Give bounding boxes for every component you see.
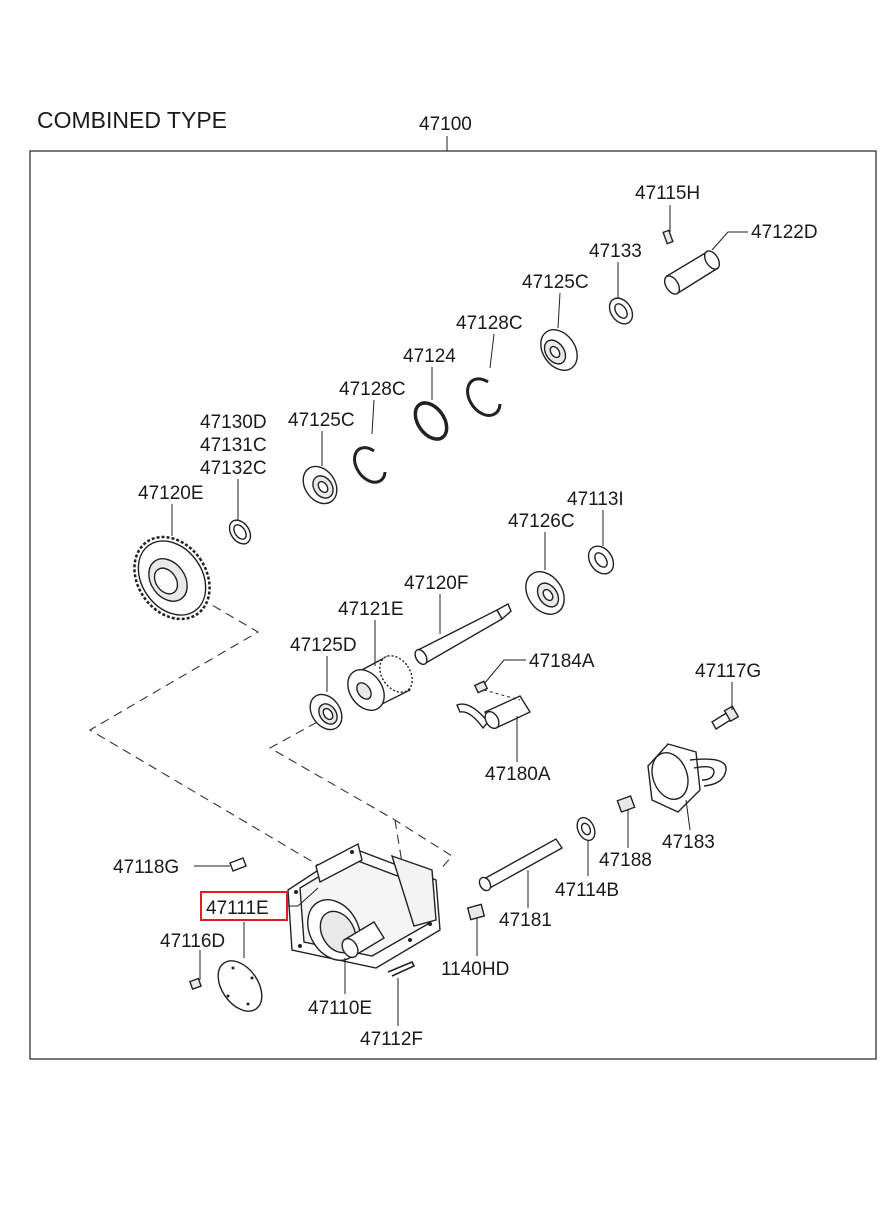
part-1140HD-drawing[interactable] [466,903,486,921]
label-47120F[interactable]: 47120F [404,573,468,594]
part-47111E-cover-drawing[interactable] [209,953,271,1020]
part-47183-cover-drawing[interactable] [646,743,727,813]
part-47121E-drawing[interactable] [340,650,419,718]
part-47115H-drawing[interactable] [662,229,674,245]
part-47113I-drawing[interactable] [583,541,618,578]
label-47131C[interactable]: 47131C [200,435,267,456]
part-47118G-drawing[interactable] [229,857,247,872]
part-47114B-drawing[interactable] [574,815,599,844]
part-47120F-shaft-drawing[interactable] [413,603,512,666]
part-47120E-gear-drawing[interactable] [119,522,225,633]
label-47122D[interactable]: 47122D [751,222,818,243]
label-47116D[interactable]: 47116D [160,931,225,952]
label-47188[interactable]: 47188 [599,850,652,871]
label-47128C-upper[interactable]: 47128C [456,313,523,334]
part-47110E-housing-drawing[interactable] [287,842,441,970]
assembly-frame [29,150,877,1060]
highlight-box-47111E [200,891,288,921]
label-47125C-upper[interactable]: 47125C [522,272,589,293]
part-47181-rod-drawing[interactable] [477,838,564,893]
diagram-title: COMBINED TYPE [37,107,227,133]
label-47125C-lower[interactable]: 47125C [288,410,355,431]
label-47113I[interactable]: 47113I [567,489,624,510]
label-47118G[interactable]: 47118G [113,857,179,878]
part-47125C-lower-drawing[interactable] [296,460,344,510]
part-47128C-upper-drawing[interactable] [466,377,502,417]
label-47133[interactable]: 47133 [589,241,642,262]
label-47184A[interactable]: 47184A [529,651,595,672]
label-47124[interactable]: 47124 [403,346,456,367]
label-47115H[interactable]: 47115H [635,183,700,204]
label-47117G[interactable]: 47117G [695,661,761,682]
part-47116D-drawing[interactable] [188,977,202,991]
leader-lines [171,205,748,1026]
part-47124-drawing[interactable] [409,397,453,445]
part-47112F-clip-drawing[interactable] [387,960,416,977]
part-47188-drawing[interactable] [616,795,636,813]
part-47126C-drawing[interactable] [518,564,572,621]
label-47130D[interactable]: 47130D [200,412,267,433]
label-47114B[interactable]: 47114B [555,880,619,901]
label-47126C[interactable]: 47126C [508,511,575,532]
part-47122D-drawing[interactable] [662,248,723,296]
part-labels: 47115H 47122D 47133 47125C 47128C 47124 … [113,183,818,1050]
label-47110E[interactable]: 47110E [308,998,372,1019]
part-47128C-lower-drawing[interactable] [353,446,387,484]
part-47117G-bolt-drawing[interactable] [711,705,740,730]
label-47111E[interactable]: 47111E [206,898,269,919]
part-47130D-shim-drawing[interactable] [225,516,255,548]
label-1140HD[interactable]: 1140HD [441,959,509,980]
part-47180A-fork-drawing[interactable] [456,689,532,731]
label-47125D[interactable]: 47125D [290,635,357,656]
assembly-number-label[interactable]: 47100 [419,114,472,135]
label-47181[interactable]: 47181 [499,910,552,931]
label-47132C[interactable]: 47132C [200,458,267,479]
label-47128C-lower[interactable]: 47128C [339,379,406,400]
label-47180A[interactable]: 47180A [485,764,551,785]
part-47133-drawing[interactable] [605,294,637,328]
label-47183[interactable]: 47183 [662,832,715,853]
label-47112F[interactable]: 47112F [360,1029,423,1050]
label-47121E[interactable]: 47121E [338,599,404,620]
part-47125D-drawing[interactable] [304,688,349,735]
part-47125C-upper-drawing[interactable] [533,323,584,377]
label-47120E[interactable]: 47120E [138,483,204,504]
